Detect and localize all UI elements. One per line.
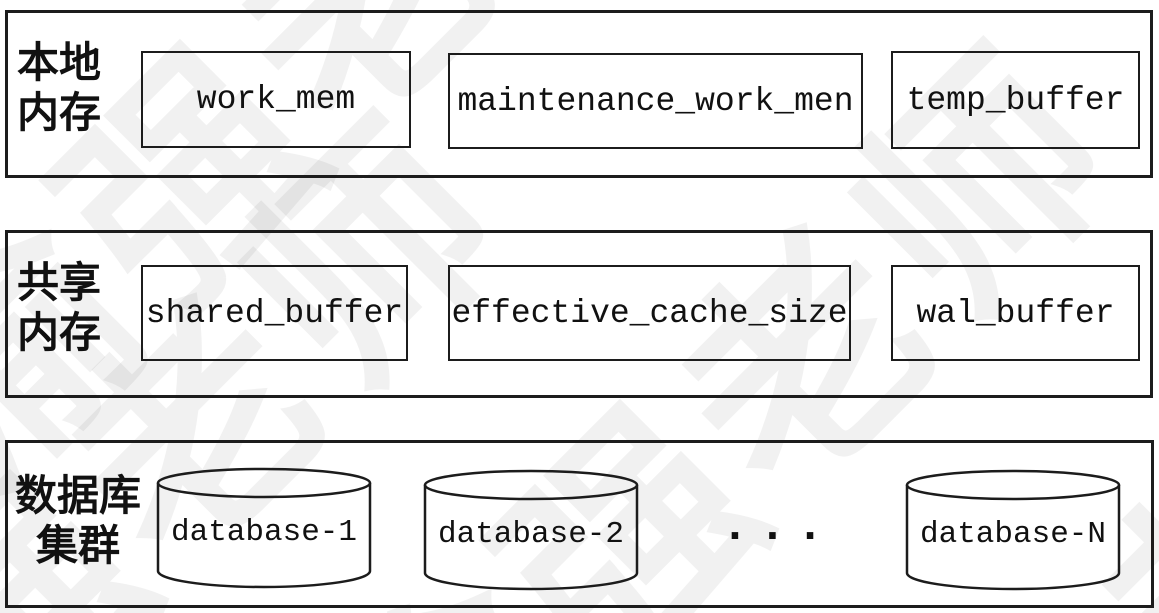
section-label-line: 内存 bbox=[17, 88, 102, 137]
section-local-memory: 本地 内存 work_mem maintenance_work_men temp… bbox=[5, 10, 1153, 178]
database-cylinder-icon bbox=[905, 469, 1121, 591]
section-database-cluster: 数据库 集群 database-1 database-2 ... bbox=[5, 440, 1154, 608]
param-box-shared-buffer: shared_buffer bbox=[141, 265, 408, 361]
database-label: database-1 bbox=[170, 515, 358, 550]
section-label-line: 共享 bbox=[17, 258, 102, 307]
section-label-local-memory: 本地 内存 bbox=[17, 38, 101, 138]
database-cylinder-icon bbox=[423, 469, 639, 591]
database-label: database-2 bbox=[437, 517, 625, 552]
section-label-line: 本地 bbox=[17, 38, 102, 87]
database-cylinder: database-1 bbox=[156, 467, 372, 589]
param-box-maintenance-work-mem: maintenance_work_men bbox=[448, 53, 863, 149]
section-label-line: 内存 bbox=[17, 308, 102, 357]
section-shared-memory: 共享 内存 shared_buffer effective_cache_size… bbox=[5, 230, 1153, 398]
param-box-effective-cache-size: effective_cache_size bbox=[448, 265, 851, 361]
section-label-database-cluster: 数据库 集群 bbox=[13, 471, 143, 571]
ellipsis: ... bbox=[721, 501, 834, 553]
param-box-temp-buffer: temp_buffer bbox=[891, 51, 1140, 149]
param-box-work-mem: work_mem bbox=[141, 51, 411, 148]
section-label-line: 集群 bbox=[35, 521, 120, 570]
database-label: database-N bbox=[919, 517, 1107, 552]
database-cylinder: database-2 bbox=[423, 469, 639, 591]
param-box-wal-buffer: wal_buffer bbox=[891, 265, 1140, 361]
database-cylinder-icon bbox=[156, 467, 372, 589]
database-cylinder: database-N bbox=[905, 469, 1121, 591]
section-label-shared-memory: 共享 内存 bbox=[17, 258, 101, 358]
section-label-line: 数据库 bbox=[14, 471, 141, 520]
